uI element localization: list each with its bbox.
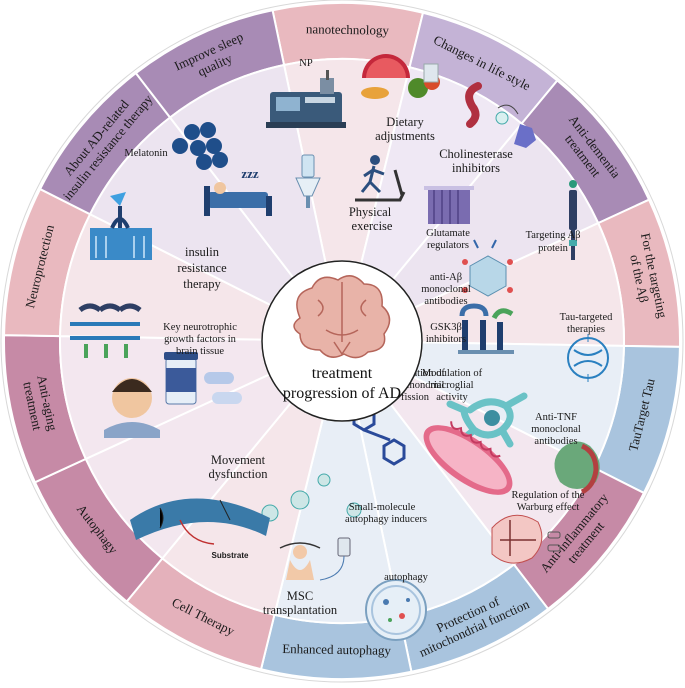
inner-label-small1: Small-molecule xyxy=(349,502,416,513)
gsk3b-receptor-icon xyxy=(458,303,514,354)
inner-label-neuro3: brain tissue xyxy=(176,346,224,357)
melatonin-molecule-icon xyxy=(172,122,228,170)
inner-label-micro3: activity xyxy=(436,392,468,403)
inner-label-insulin1: insulin xyxy=(185,245,220,259)
dna-target-icon xyxy=(567,334,609,382)
inner-label-targeting1: Targeting Aβ xyxy=(526,230,581,241)
person-face-icon xyxy=(104,378,160,438)
nanoparticle-machine-icon xyxy=(266,70,346,128)
ring-label-enhanced-autophagy: Enhanced autophagy xyxy=(282,641,391,658)
inner-label-neuro1: Key neurotrophic xyxy=(163,322,237,333)
inner-label-warburg2: Warburg effect xyxy=(517,502,580,513)
inner-label-targeting2: protein xyxy=(538,243,568,254)
glutamate-receptor-icon xyxy=(424,186,474,224)
inner-label-dietary1: Dietary xyxy=(386,115,424,129)
insulin-receptor-icon xyxy=(90,192,152,260)
healthy-food-icon xyxy=(361,54,440,99)
inner-label-msc2: transplantation xyxy=(263,603,338,617)
inner-label-autophagy: autophagy xyxy=(384,572,428,583)
inner-label-insulin3: therapy xyxy=(183,277,221,291)
inner-label-physical2: exercise xyxy=(352,219,393,233)
inner-label-melatonin: Melatonin xyxy=(124,148,168,159)
inner-label-tau1: Tau-targeted xyxy=(560,312,613,323)
brain-icon xyxy=(293,275,391,359)
inner-label-resto2: mitochondrial xyxy=(386,380,445,391)
inner-label-insulin2: resistance xyxy=(177,261,227,275)
inner-label-tnf3: antibodies xyxy=(534,436,577,447)
inner-label-micro1: Modulation of xyxy=(422,368,483,379)
inner-label-gsk1: GSK3β xyxy=(430,322,462,333)
inner-label-small2: autophagy inducers xyxy=(345,514,427,525)
inner-label-dietary2: adjustments xyxy=(375,129,435,143)
inner-label-neuro2: growth factors in xyxy=(164,334,236,345)
inner-label-gsk2: inhibitors xyxy=(426,334,466,345)
autophagosome-icon xyxy=(365,579,427,641)
neurotrophic-receptor-icon xyxy=(70,303,142,358)
inner-label-tnf1: Anti-TNF xyxy=(535,412,577,423)
inner-label-substrate: Substrate xyxy=(212,551,249,560)
enzyme-substrate-icon xyxy=(130,498,270,545)
microglia-cell-icon xyxy=(446,392,528,448)
syringe-filter-icon xyxy=(295,154,321,208)
warburg-diagram-icon xyxy=(491,514,561,564)
bed-sleep-icon xyxy=(204,182,272,216)
abeta-aggregate-icon xyxy=(462,239,513,297)
inner-label-glut1: Glutamate xyxy=(426,228,470,239)
inner-label-cholin2: inhibitors xyxy=(452,161,500,175)
center-title-line1: treatment xyxy=(312,365,373,382)
inner-label-cholin1: Cholinesterase xyxy=(439,147,513,161)
medication-icon xyxy=(164,352,242,405)
inner-label-physical1: Physical xyxy=(349,205,392,219)
inner-label-movement1: Movement xyxy=(211,453,266,467)
inner-label-zzz: zzz xyxy=(241,166,259,181)
inner-label-antiab3: antibodies xyxy=(424,296,467,307)
inner-label-resto3: fission xyxy=(401,392,430,403)
inner-label-tnf2: monoclonal xyxy=(531,424,581,435)
tnf-antibody-icon xyxy=(554,441,600,495)
treadmill-runner-icon xyxy=(355,155,406,202)
inner-label-micro2: microglial xyxy=(430,380,473,391)
inner-label-antiab2: monoclonal xyxy=(421,284,471,295)
inner-label-warburg1: Regulation of the xyxy=(512,490,585,501)
ring-label-nanotechnology: nanotechnology xyxy=(306,21,390,37)
inner-label-tau2: therapies xyxy=(567,324,605,335)
inner-label-antiab1: anti-Aβ xyxy=(430,272,462,283)
inner-label-msc1: MSC xyxy=(287,589,313,603)
mitochondrion-icon xyxy=(423,421,513,495)
inner-label-movement2: dysfunction xyxy=(208,467,268,481)
enzyme-binding-icon xyxy=(465,82,536,148)
center-title-line2: progression of AD xyxy=(283,385,401,402)
inner-label-glut2: regulators xyxy=(427,240,469,251)
inner-label-np: NP xyxy=(299,58,313,69)
antibody-probe-icon xyxy=(569,180,577,260)
